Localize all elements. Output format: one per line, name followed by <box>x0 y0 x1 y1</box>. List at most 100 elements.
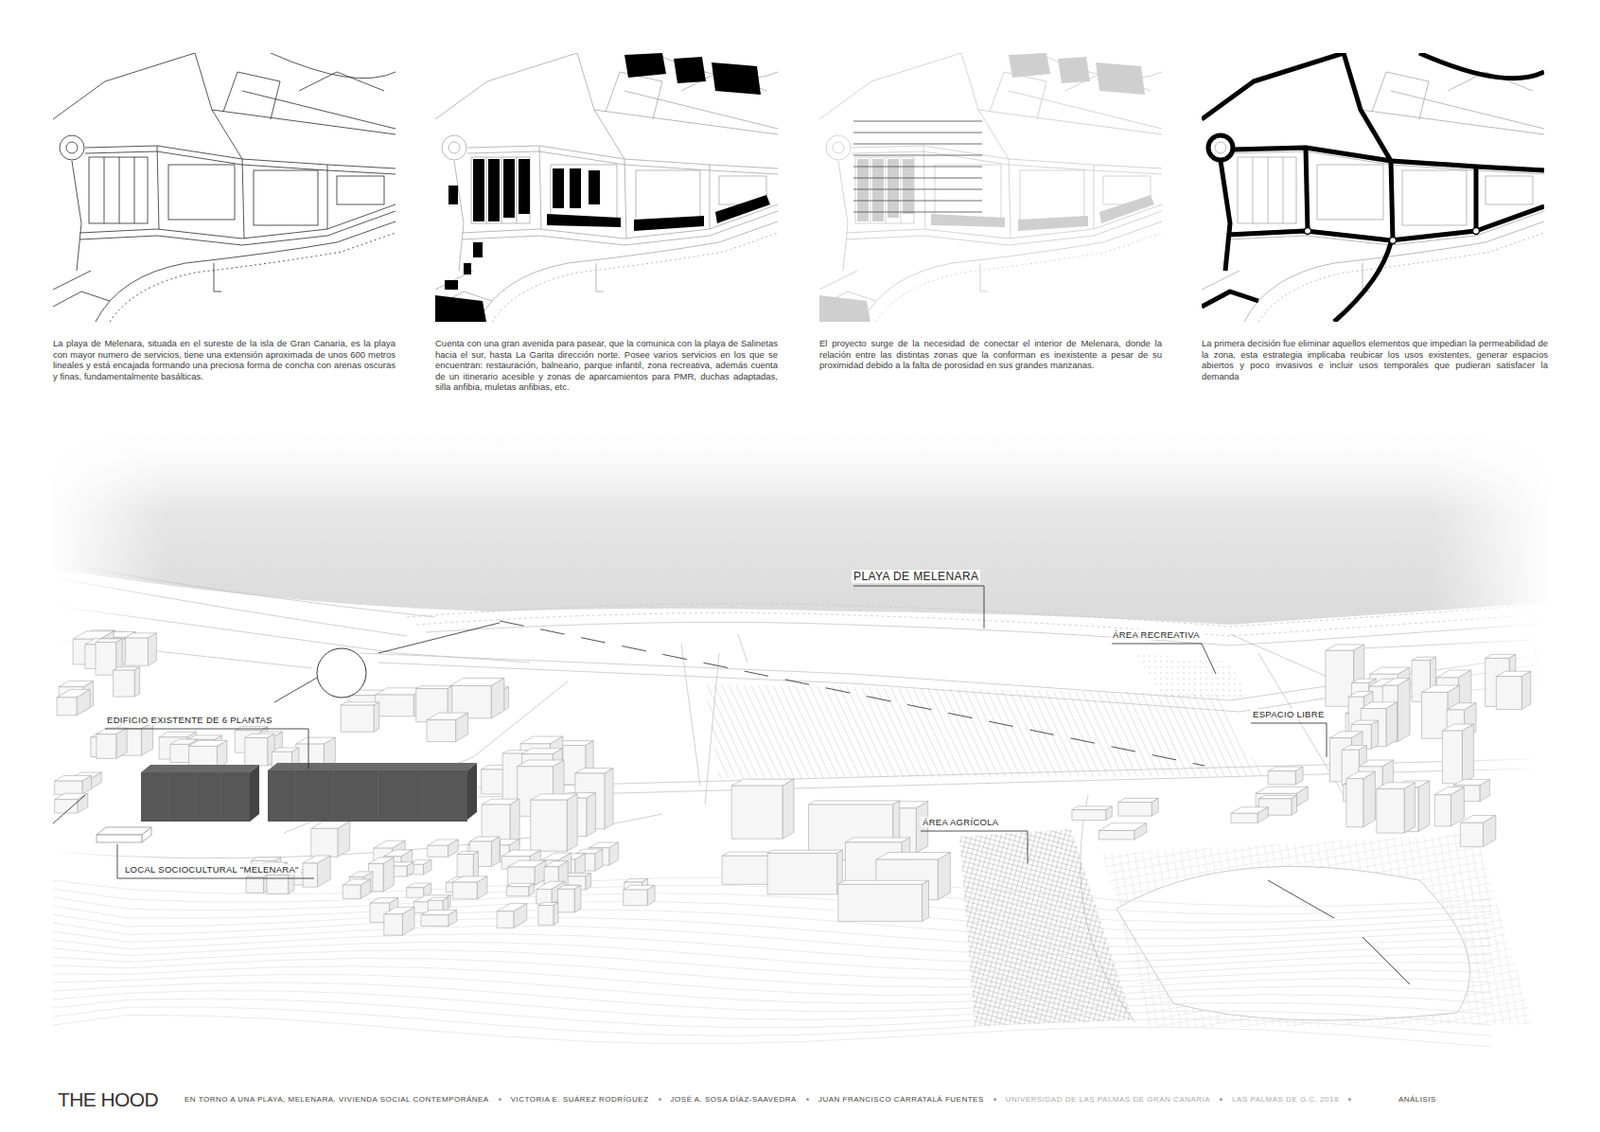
project-title: THE HOOD <box>57 1088 159 1111</box>
building-face <box>1434 794 1451 827</box>
building-face <box>566 793 578 851</box>
building-face <box>1450 787 1464 827</box>
building-face <box>337 821 351 857</box>
building-face <box>782 778 794 839</box>
building-block <box>384 906 415 935</box>
building-face <box>302 862 317 887</box>
building-block <box>496 903 528 929</box>
callout-label: ÁREA RECREATIVA <box>1110 629 1202 640</box>
building-block <box>266 871 295 894</box>
building-face <box>844 837 910 843</box>
footer-text: VICTORIA E. SUÁREZ RODRÍGUEZ <box>510 1094 650 1104</box>
building-face <box>452 881 477 899</box>
building-face <box>1106 806 1113 821</box>
mobility-map <box>1201 52 1545 322</box>
description-text: La playa de Melenara, situada en el sure… <box>52 337 396 382</box>
building-face <box>937 852 950 900</box>
building-face <box>246 877 264 893</box>
building-face <box>1118 802 1152 817</box>
building-block <box>96 727 127 758</box>
building-face <box>148 632 158 666</box>
footer-text: JUAN FRANCISCO CARRATALÁ FUENTES <box>818 1094 985 1104</box>
building-face <box>96 734 117 759</box>
callout-label: EDIFICIO EXISTENTE DE 6 PLANTAS <box>105 714 275 725</box>
callout-label: ESPACIO LIBRE <box>1250 708 1327 720</box>
building-face <box>1072 806 1112 810</box>
building-face <box>647 884 655 905</box>
building-block <box>506 882 534 896</box>
building-block <box>1230 807 1268 824</box>
building-face <box>1291 795 1298 816</box>
building-face <box>506 886 528 897</box>
contour-line <box>52 974 1492 1004</box>
building-face <box>513 903 528 929</box>
footer-bar: EN TORNO A UNA PLAYA, MELENARA. VIVIENDA… <box>184 1094 1437 1104</box>
building-block <box>731 778 794 839</box>
building-face <box>604 768 614 829</box>
description-text: El proyecto surge de la necesidad de con… <box>819 337 1162 371</box>
building-block <box>1376 782 1415 833</box>
building-face <box>496 911 514 929</box>
building-face <box>342 884 361 898</box>
building-face <box>1151 797 1159 816</box>
building-face <box>311 827 338 857</box>
building-face <box>1230 812 1258 823</box>
building-block <box>767 849 843 895</box>
building-face <box>585 873 592 890</box>
building-face <box>1099 829 1135 840</box>
building-block <box>427 839 459 857</box>
separator-dot <box>1219 1097 1223 1101</box>
building-block <box>123 632 157 666</box>
building-face <box>491 836 500 867</box>
building-face <box>808 800 899 805</box>
building-face <box>536 888 552 904</box>
building-face <box>340 704 374 732</box>
building-block <box>426 712 469 741</box>
figure-ground-map <box>435 52 778 322</box>
building-block <box>1346 771 1375 827</box>
building-block <box>838 879 930 921</box>
separator-dot <box>658 1097 662 1101</box>
axonometric-view <box>47 416 1552 1047</box>
building-block <box>113 667 141 697</box>
building-face <box>921 879 929 921</box>
building-block <box>623 884 655 905</box>
building-face <box>1441 730 1462 784</box>
building-face <box>623 889 648 906</box>
building-face <box>421 914 449 927</box>
building-face <box>1495 676 1522 710</box>
footer-text: JOSÉ A. SOSA DÍAZ-SAAVEDRA <box>670 1094 797 1104</box>
porosity-map <box>819 52 1162 322</box>
building-face <box>1376 788 1405 833</box>
footer-text: ANÁLISIS <box>1398 1094 1437 1104</box>
building-face <box>1371 720 1378 749</box>
building-block <box>342 879 370 898</box>
building-face <box>595 848 603 871</box>
building-face <box>491 678 505 719</box>
building-face <box>1521 670 1530 709</box>
building-face <box>1482 814 1495 846</box>
building-face <box>82 775 92 795</box>
building-face <box>77 792 88 813</box>
building-face <box>1134 823 1147 840</box>
callout-label: PLAYA DE MELENARA <box>851 569 981 583</box>
building-face <box>1461 723 1474 784</box>
building-face <box>288 871 295 894</box>
building-face <box>316 855 331 887</box>
building-face <box>54 780 83 794</box>
building-face <box>553 902 559 926</box>
building-face <box>76 689 90 716</box>
building-face <box>530 799 567 851</box>
building-face <box>574 884 581 912</box>
building-face <box>1418 780 1430 832</box>
contour-line <box>52 909 1492 938</box>
building-face <box>1346 778 1364 827</box>
separator-dot <box>806 1097 809 1101</box>
building-block <box>54 792 88 813</box>
building-face <box>340 702 380 705</box>
contour-line <box>52 998 1492 1028</box>
contour-line <box>52 917 1492 948</box>
building-block <box>538 902 559 926</box>
building-face <box>123 637 148 666</box>
separator-dot <box>1348 1097 1352 1101</box>
